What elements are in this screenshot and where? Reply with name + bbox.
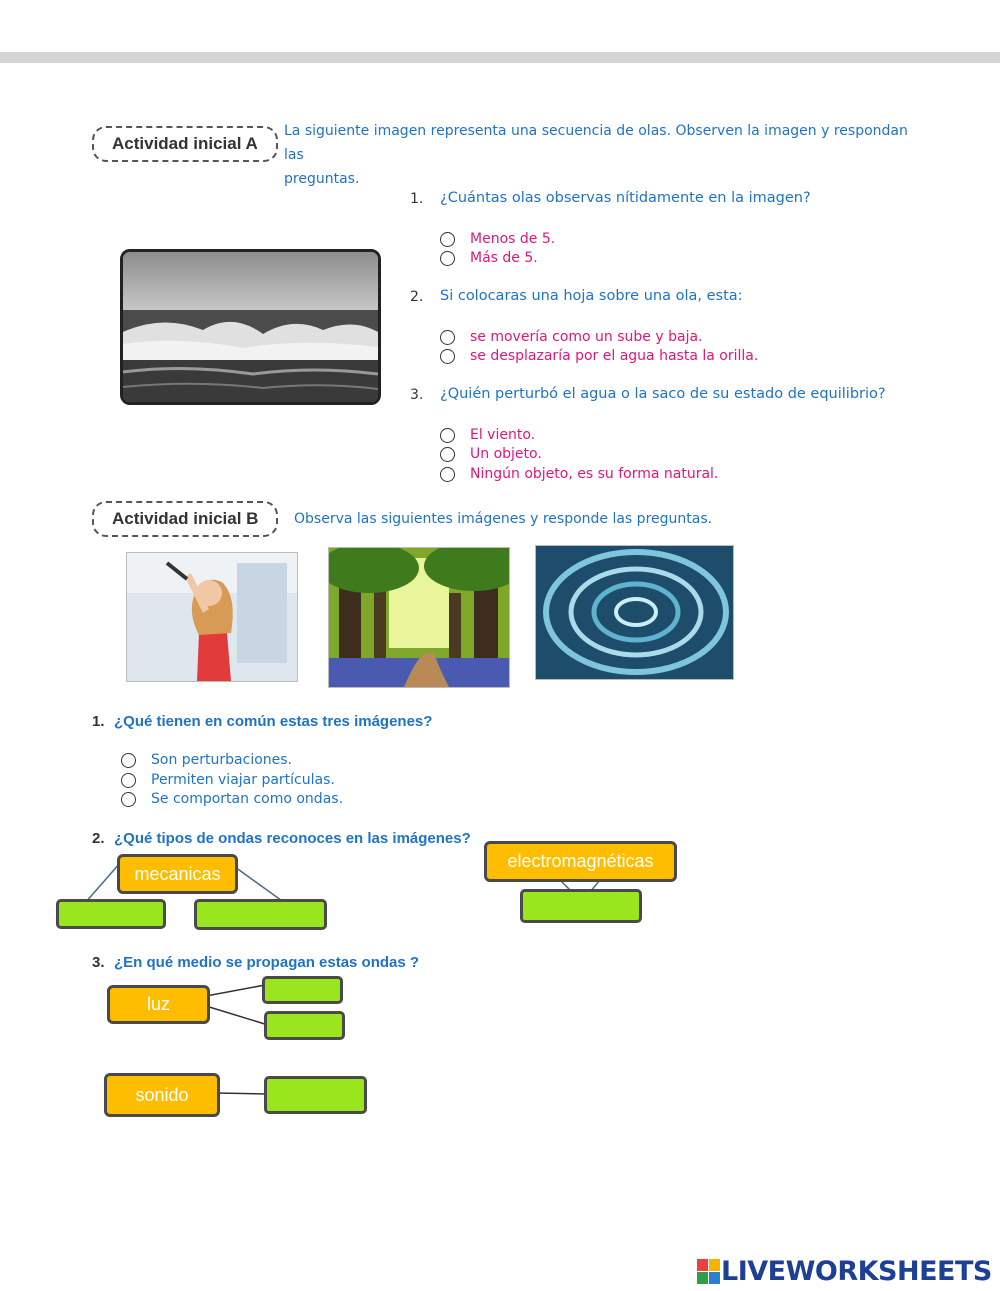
radio-button[interactable]: [440, 427, 455, 443]
radio-button[interactable]: [440, 348, 455, 364]
a-q2-option-1[interactable]: se movería como un sube y baja.: [440, 329, 702, 345]
b-q1-option-2[interactable]: Permiten viajar partículas.: [121, 772, 335, 788]
a-q2-number: 2.: [410, 289, 424, 305]
radio-button[interactable]: [440, 446, 455, 462]
answer-box-mecanicas-1[interactable]: [56, 899, 166, 929]
activity-a-label: Actividad inicial A: [92, 126, 278, 162]
radio-button[interactable]: [440, 250, 455, 266]
radio-button[interactable]: [121, 791, 136, 807]
b-q1-option-3[interactable]: Se comportan como ondas.: [121, 791, 343, 807]
tag-sonido: sonido: [104, 1073, 220, 1117]
water-ripple-photo: [535, 545, 734, 680]
radio-button[interactable]: [121, 772, 136, 788]
b-q3-text: ¿En qué medio se propagan estas ondas ?: [114, 954, 420, 971]
radio-button[interactable]: [121, 752, 136, 768]
answer-box-sonido[interactable]: [264, 1076, 367, 1114]
b-q2-text: ¿Qué tipos de ondas reconoces en las imá…: [114, 830, 471, 847]
forest-image: [329, 548, 509, 687]
liveworksheets-logo: LIVEWORKSHEETS: [697, 1256, 992, 1287]
logo-blocks-icon: [697, 1258, 720, 1284]
a-q3-text: ¿Quién perturbó el agua o la saco de su …: [440, 386, 886, 402]
answer-box-mecanicas-2[interactable]: [194, 899, 327, 930]
intro-line-1: La siguiente imagen representa una secue…: [284, 123, 908, 163]
singer-photo: [126, 552, 298, 682]
a-q3-option-3[interactable]: Ningún objeto, es su forma natural.: [440, 466, 718, 482]
a-q1-option-1[interactable]: Menos de 5.: [440, 231, 555, 247]
tag-luz: luz: [107, 985, 210, 1024]
water-ripple-image: [536, 546, 733, 679]
singer-image: [127, 553, 297, 681]
a-q1-number: 1.: [410, 191, 424, 207]
answer-box-luz-1[interactable]: [262, 976, 343, 1004]
a-q3-option-1[interactable]: El viento.: [440, 427, 535, 443]
b-q3-number: 3.: [92, 954, 105, 971]
a-q3-number: 3.: [410, 387, 424, 403]
forest-photo: [328, 547, 510, 688]
b-q1-option-1[interactable]: Son perturbaciones.: [121, 752, 292, 768]
wave-image: [123, 252, 378, 402]
wave-photo: [120, 249, 381, 405]
top-bar: [0, 52, 1000, 63]
b-q1-text: ¿Qué tienen en común estas tres imágenes…: [114, 713, 433, 730]
a-q3-option-2[interactable]: Un objeto.: [440, 446, 542, 462]
activity-a-intro: La siguiente imagen representa una secue…: [284, 119, 924, 191]
b-q1-number: 1.: [92, 713, 105, 730]
intro-line-2: preguntas.: [284, 171, 360, 187]
radio-button[interactable]: [440, 329, 455, 345]
activity-b-intro: Observa las siguientes imágenes y respon…: [294, 511, 713, 527]
a-q2-option-2[interactable]: se desplazaría por el agua hasta la oril…: [440, 348, 758, 364]
radio-button[interactable]: [440, 231, 455, 247]
b-q2-number: 2.: [92, 830, 105, 847]
tag-electromagneticas: electromagnéticas: [484, 841, 677, 882]
answer-box-luz-2[interactable]: [264, 1011, 345, 1040]
activity-b-label: Actividad inicial B: [92, 501, 279, 537]
a-q2-text: Si colocaras una hoja sobre una ola, est…: [440, 288, 743, 304]
radio-button[interactable]: [440, 466, 455, 482]
answer-box-electromagneticas[interactable]: [520, 889, 642, 923]
a-q1-text: ¿Cuántas olas observas nítidamente en la…: [440, 190, 811, 206]
logo-text: LIVEWORKSHEETS: [721, 1256, 992, 1287]
a-q1-option-2[interactable]: Más de 5.: [440, 250, 538, 266]
tag-mecanicas: mecanicas: [117, 854, 238, 894]
